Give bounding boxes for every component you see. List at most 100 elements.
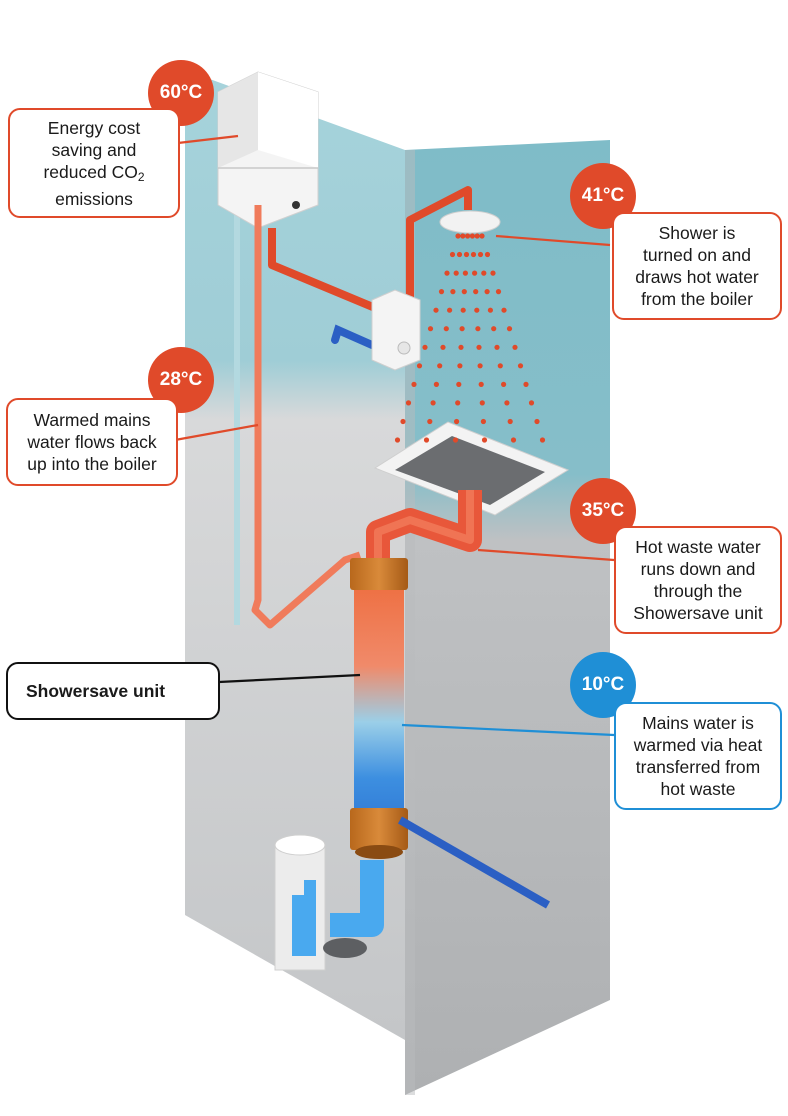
spray-drop [534,418,540,425]
callout-line: emissions [55,188,133,209]
spray-drop [450,289,456,295]
callout-hot-waste: Hot waste water runs down and through th… [614,526,782,634]
spray-drop [528,400,535,406]
spray-drop [453,270,459,276]
callout-line: Mains water is [642,713,754,733]
callout-line: saving and [51,139,137,160]
spray-drop [430,400,436,406]
spray-drop [462,270,468,276]
spray-drop [476,344,482,350]
callout-shower-on: Shower is turned on and draws hot water … [612,212,782,320]
spray-drop [411,381,417,387]
callout-warmed-mains: Warmed mains water flows back up into th… [6,398,178,486]
spray-drop [470,251,477,258]
callout-connectors [174,134,615,737]
spray-drop [454,418,460,425]
spray-drop [501,381,507,387]
spray-drop [447,307,453,313]
spray-drop [479,233,485,239]
showersave-unit [350,558,408,859]
callout-mains-water: Mains water is warmed via heat transferr… [614,702,782,810]
callout-line: Shower is [658,223,736,243]
spray-drop [427,418,433,425]
callout-showersave-unit: Showersave unit [6,662,220,720]
spray-drop [473,289,479,295]
spray-drop [422,344,428,350]
spray-drop [460,233,466,239]
callout-line: from the boiler [641,289,753,309]
spray-drop [437,363,443,369]
callout-line: runs down and [640,559,756,579]
spray-drop [394,437,401,443]
spray-drop [463,251,470,258]
spray-drop [474,307,480,313]
callout-line: through the [653,581,743,601]
spray-drop [465,233,471,239]
spray-drop [460,307,466,313]
spray-drop [443,326,449,332]
spray-drop [458,344,464,350]
callout-energy-saving: Energy cost saving and reduced CO2 emiss… [8,108,180,218]
callout-line: water flows back [27,432,157,452]
spray-drop [438,289,445,295]
spray-drop [475,326,481,332]
spray-drop [477,363,483,369]
spray-drop [456,251,463,258]
spray-drop [510,437,517,443]
shower-mixer [371,289,421,371]
spray-drop [452,437,459,443]
spray-drop [504,400,510,406]
callout-line: hot waste [660,779,736,799]
spray-drop [480,418,486,425]
spray-drop [501,307,507,313]
spray-drop [507,418,513,425]
spray-drop [416,363,423,369]
spray-drop [478,381,484,387]
spray-drop [455,233,461,239]
callout-line: reduced CO2 [43,161,145,184]
spray-drop [400,418,406,425]
spray-drop [539,437,546,443]
spray-drop [517,363,524,369]
spray-drop [497,363,503,369]
callout-line: Energy cost [47,117,141,138]
callout-line: warmed via heat [633,735,763,755]
callout-line: draws hot water [635,267,759,287]
spray-drop [440,344,446,350]
spray-drop [481,437,488,443]
spray-drop [405,400,412,406]
spray-drop [523,381,529,387]
spray-drop [506,326,513,332]
spray-drop [461,289,467,295]
spray-drop [490,270,496,276]
spray-drop [477,251,484,258]
drain-trap [274,834,367,971]
callout-line: Hot waste water [635,537,761,557]
spray-drop [456,381,462,387]
spray-drop [433,307,439,313]
shower-head [439,210,501,234]
temp-badge-boiler: 60°C [148,60,214,126]
callout-line: Warmed mains [33,410,151,430]
callout-line: up into the boiler [27,454,157,474]
temp-badge-return: 28°C [148,347,214,413]
spray-drop [449,251,456,258]
spray-drop [455,400,461,406]
spray-drop [472,270,478,276]
spray-drop [512,344,518,350]
spray-drop [433,381,439,387]
spray-drop [479,400,485,406]
spray-drop [481,270,487,276]
spray-drop [423,437,430,443]
callout-line: transferred from [635,757,761,777]
boiler [217,71,319,229]
spray-drop [491,326,497,332]
spray-drop [427,326,434,332]
spray-drop [495,289,502,295]
spray-drop [484,251,491,258]
spray-drop [459,326,465,332]
showersave-unit-label: Showersave unit [26,681,166,701]
shower-tray [373,421,570,516]
